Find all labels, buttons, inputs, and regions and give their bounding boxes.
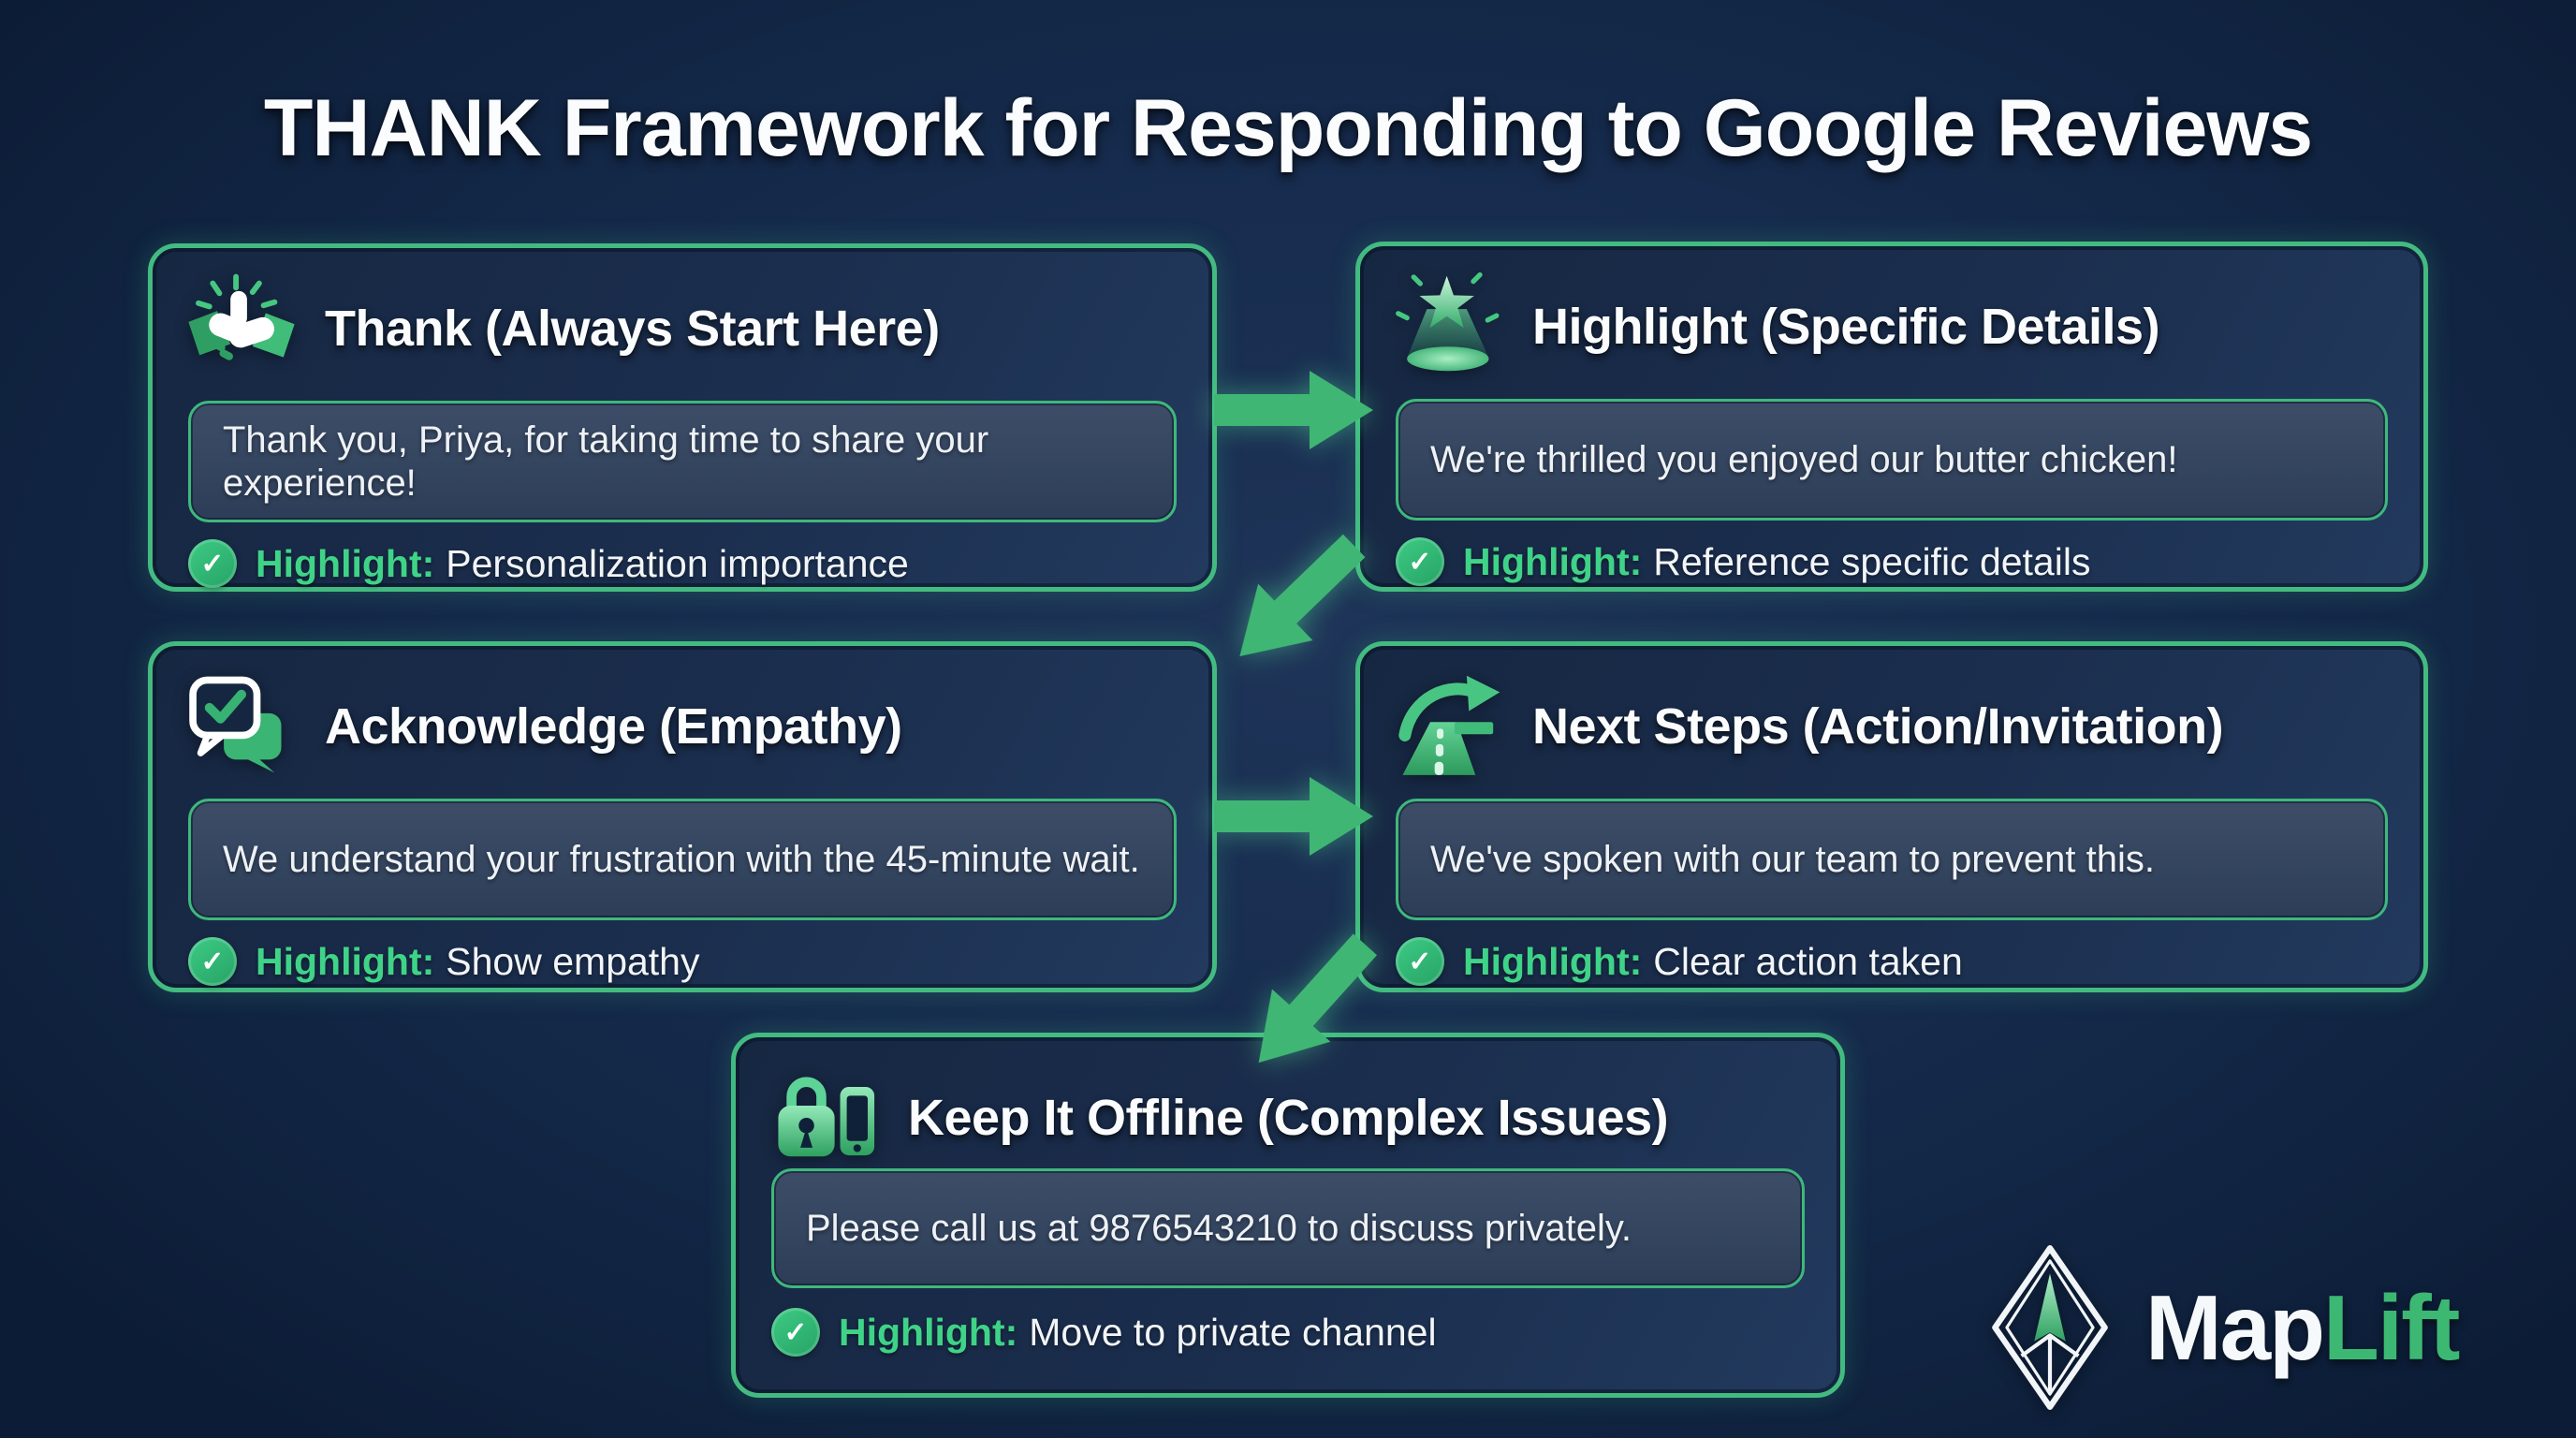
flow-arrow-diagonal-2 — [1219, 908, 1404, 1099]
highlight-label: Highlight: — [839, 1310, 1018, 1354]
card-title: Acknowledge (Empathy) — [325, 698, 902, 755]
card-acknowledge: Acknowledge (Empathy) We understand your… — [148, 641, 1217, 992]
message-text: Thank you, Priya, for taking time to sha… — [223, 419, 989, 504]
message-text: We're thrilled you enjoyed our butter ch… — [1430, 439, 2178, 480]
highlight-label: Highlight: — [1463, 539, 1643, 583]
highlight-value: Clear action taken — [1653, 939, 1963, 983]
check-icon: ✓ — [1396, 537, 1444, 586]
flow-arrow-diagonal-1 — [1202, 507, 1392, 695]
highlight-row: ✓ Highlight:Reference specific details — [1396, 536, 2401, 587]
highlight-row: ✓ Highlight:Clear action taken — [1396, 936, 2401, 987]
message-box: We're thrilled you enjoyed our butter ch… — [1396, 399, 2388, 521]
card-next-steps: Next Steps (Action/Invitation) We've spo… — [1355, 641, 2428, 992]
road-arrow-icon — [1394, 671, 1504, 782]
card-thank: Thank (Always Start Here) Thank you, Pri… — [148, 243, 1217, 592]
maplift-diamond-icon — [1977, 1244, 2123, 1411]
maplift-wordmark: MapLift — [2145, 1275, 2460, 1381]
chat-check-icon — [186, 671, 297, 782]
highlight-row: ✓ Highlight:Personalization importance — [188, 538, 1190, 589]
highlight-value: Reference specific details — [1653, 539, 2091, 583]
maplift-wordmark-map: Map — [2145, 1275, 2325, 1379]
card-thank-header: Thank (Always Start Here) — [186, 272, 1190, 385]
check-icon: ✓ — [188, 539, 237, 588]
message-box: Please call us at 9876543210 to discuss … — [771, 1168, 1805, 1288]
highlight-row: ✓ Highlight:Show empathy — [188, 936, 1190, 987]
page-title: THANK Framework for Responding to Google… — [263, 83, 2313, 173]
highlight-value: Show empathy — [446, 939, 700, 983]
message-box: We understand your frustration with the … — [188, 799, 1177, 920]
message-text: We've spoken with our team to prevent th… — [1430, 839, 2155, 880]
highlight-text: Highlight:Reference specific details — [1463, 540, 2090, 584]
star-spotlight-icon — [1394, 271, 1504, 382]
highlight-text: Highlight:Clear action taken — [1463, 940, 1963, 984]
maplift-wordmark-lift: Lift — [2323, 1275, 2460, 1379]
highlight-text: Highlight:Personalization importance — [256, 542, 909, 586]
card-title: Keep It Offline (Complex Issues) — [908, 1090, 1669, 1146]
check-icon: ✓ — [188, 937, 237, 986]
card-acknowledge-header: Acknowledge (Empathy) — [186, 670, 1190, 783]
highlight-text: Highlight:Show empathy — [256, 940, 700, 984]
card-title: Thank (Always Start Here) — [325, 301, 940, 357]
card-highlight: Highlight (Specific Details) We're thril… — [1355, 242, 2428, 592]
check-icon: ✓ — [771, 1308, 820, 1357]
highlight-text: Highlight:Move to private channel — [839, 1311, 1437, 1355]
card-highlight-header: Highlight (Specific Details) — [1394, 271, 2401, 383]
message-box: We've spoken with our team to prevent th… — [1396, 799, 2388, 920]
check-icon: ✓ — [1396, 937, 1444, 986]
highlight-label: Highlight: — [1463, 939, 1643, 983]
card-title: Highlight (Specific Details) — [1532, 299, 2160, 355]
highlight-value: Move to private channel — [1029, 1310, 1437, 1354]
highlight-row: ✓ Highlight:Move to private channel — [771, 1307, 1818, 1357]
highlight-value: Personalization importance — [446, 541, 909, 585]
highlight-label: Highlight: — [256, 541, 435, 585]
card-keep-offline: Keep It Offline (Complex Issues) Please … — [731, 1033, 1845, 1398]
highlight-label: Highlight: — [256, 939, 435, 983]
message-text: Please call us at 9876543210 to discuss … — [806, 1208, 1632, 1249]
message-text: We understand your frustration with the … — [223, 839, 1140, 880]
message-box: Thank you, Priya, for taking time to sha… — [188, 401, 1177, 522]
card-keep-offline-header: Keep It Offline (Complex Issues) — [769, 1062, 1818, 1174]
flow-arrow-right-1 — [1214, 363, 1373, 457]
maplift-logo: MapLift — [1977, 1243, 2548, 1412]
flow-arrow-right-2 — [1214, 770, 1373, 863]
handshake-icon — [186, 273, 297, 384]
card-next-steps-header: Next Steps (Action/Invitation) — [1394, 670, 2401, 783]
lock-phone-icon — [769, 1063, 880, 1173]
card-title: Next Steps (Action/Invitation) — [1532, 698, 2224, 755]
